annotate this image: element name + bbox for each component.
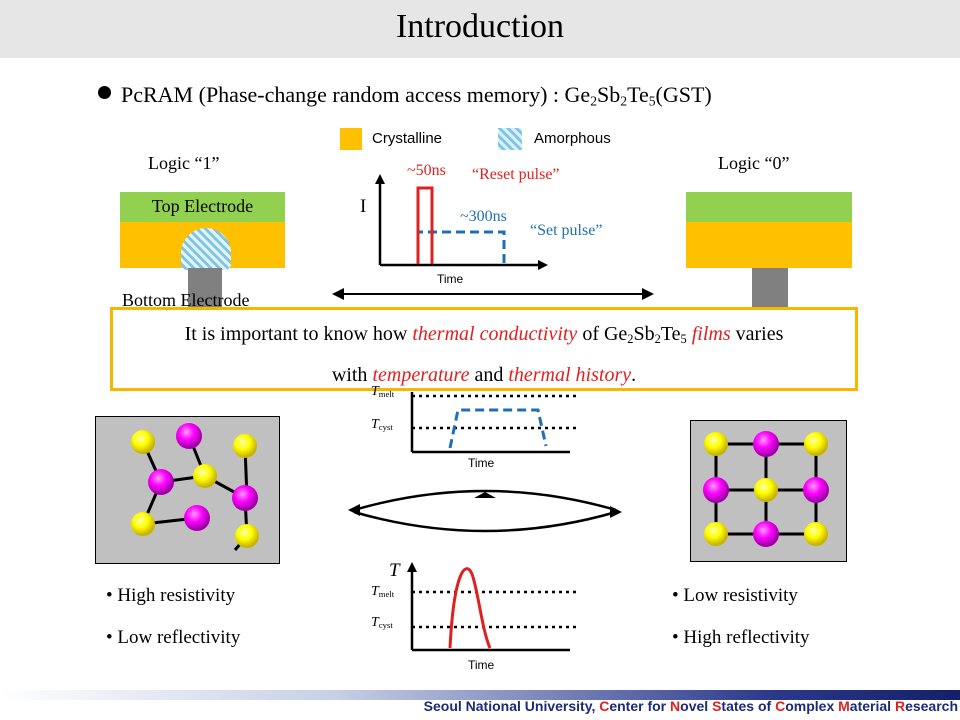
legend-crystalline-swatch bbox=[340, 128, 362, 150]
left-top-electrode bbox=[120, 192, 285, 222]
right-bottom-electrode bbox=[752, 268, 788, 308]
legend-crystalline-label: Crystalline bbox=[372, 130, 443, 147]
reset-t-melt-label: Tmelt bbox=[371, 584, 395, 600]
transition-arc-top bbox=[353, 489, 617, 512]
legend-amorphous-label: Amorphous bbox=[534, 130, 611, 147]
main-bullet: PcRAM (Phase-change random access memory… bbox=[98, 82, 712, 109]
callout-box: It is important to know how thermal cond… bbox=[110, 307, 858, 391]
reset-x-label: Time bbox=[468, 658, 495, 672]
callout-line-1: It is important to know how thermal cond… bbox=[184, 323, 784, 347]
title-bar bbox=[0, 0, 960, 58]
pulse-y-label: I bbox=[360, 196, 367, 217]
callout-line-2: with temperature and thermal history. bbox=[331, 364, 637, 387]
reset-temp-chart bbox=[407, 562, 576, 652]
amorphous-property-1: High resistivity bbox=[106, 575, 240, 617]
set-pulse-label: “Set pulse” bbox=[530, 222, 603, 239]
transition-arrows bbox=[348, 489, 622, 533]
transition-arc-bottom bbox=[353, 510, 617, 533]
logic-1-label: Logic “1” bbox=[148, 153, 220, 173]
top-electrode-label: Top Electrode bbox=[151, 196, 254, 216]
bullet-dot-icon bbox=[98, 86, 111, 99]
left-amorphous-dome bbox=[181, 228, 231, 270]
pulse-x-arrow-icon bbox=[538, 260, 548, 270]
amorphous-properties: High resistivity Low reflectivity bbox=[106, 575, 240, 659]
reset-pulse-line bbox=[416, 186, 434, 264]
set-x-label: Time bbox=[468, 456, 495, 470]
reset-temp-curve bbox=[448, 567, 492, 649]
set-temp-curve bbox=[448, 408, 548, 449]
set-temp-chart bbox=[410, 392, 576, 454]
amorphous-structure bbox=[95, 416, 280, 564]
arc-arrow-right-icon bbox=[610, 506, 622, 518]
crystalline-properties: Low resistivity High reflectivity bbox=[672, 575, 810, 659]
footer-bar bbox=[0, 690, 960, 700]
legend-amorphous-swatch bbox=[498, 128, 522, 150]
footer-text: Seoul National University, Center for No… bbox=[423, 698, 958, 714]
reset-pulse-label: “Reset pulse” bbox=[472, 166, 560, 183]
right-top-electrode bbox=[686, 192, 852, 222]
pulse-x-label: Time bbox=[437, 272, 464, 286]
amorphous-property-2: Low reflectivity bbox=[106, 617, 240, 659]
reset-time-label: ~50ns bbox=[407, 162, 446, 179]
set-time-label: ~300ns bbox=[460, 208, 507, 225]
slide-title: Introduction bbox=[395, 8, 565, 45]
set-t-melt-label: Tmelt bbox=[371, 384, 395, 400]
time-span-right-arrow-icon bbox=[642, 288, 654, 300]
time-span-left-arrow-icon bbox=[332, 288, 344, 300]
pulse-y-arrow-icon bbox=[375, 174, 385, 184]
set-t-cyst-label: Tcyst bbox=[371, 417, 393, 433]
reset-t-cyst-label: Tcyst bbox=[371, 615, 393, 631]
right-gst-layer bbox=[686, 222, 852, 268]
arc-arrow-top-icon bbox=[474, 492, 496, 498]
left-bottom-electrode bbox=[188, 268, 222, 308]
crystalline-property-2: High reflectivity bbox=[672, 617, 809, 659]
bottom-electrode-label: Bottom Electrode bbox=[122, 290, 250, 310]
reset-y-label: T bbox=[389, 560, 400, 581]
logic-0-label: Logic “0” bbox=[718, 153, 790, 173]
crystalline-structure bbox=[690, 420, 847, 562]
pulse-chart bbox=[332, 174, 654, 300]
arc-arrow-left-icon bbox=[348, 504, 360, 516]
crystalline-property-1: Low resistivity bbox=[672, 575, 810, 617]
